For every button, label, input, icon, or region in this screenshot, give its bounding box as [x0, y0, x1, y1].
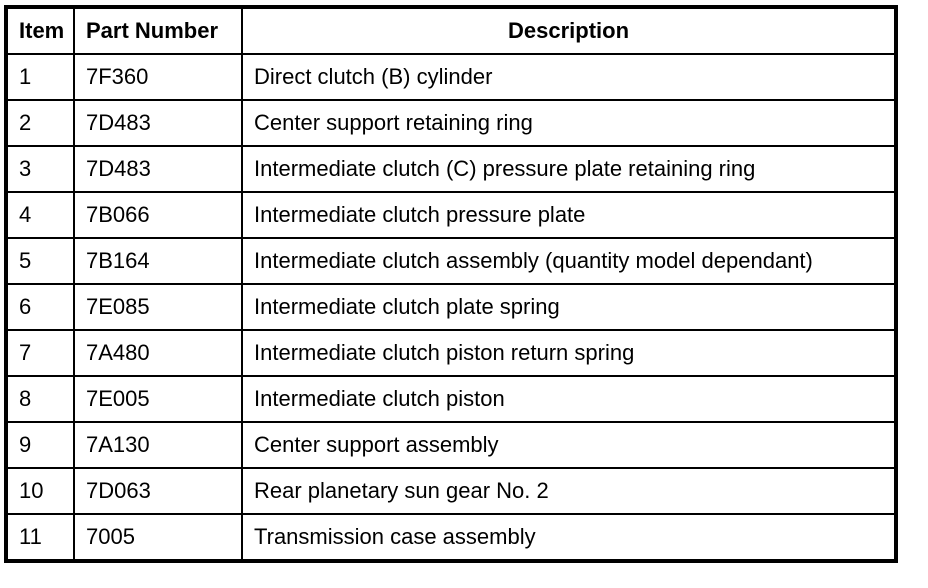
parts-table-body: 1 7F360 Direct clutch (B) cylinder 2 7D4… [5, 53, 897, 562]
part-number-cell: 7B164 [73, 237, 243, 285]
table-row: 10 7D063 Rear planetary sun gear No. 2 [5, 467, 897, 515]
table-row: 4 7B066 Intermediate clutch pressure pla… [5, 191, 897, 239]
item-cell: 10 [5, 467, 75, 515]
item-cell: 3 [5, 145, 75, 193]
part-number-cell: 7005 [73, 513, 243, 562]
item-cell: 4 [5, 191, 75, 239]
part-number-cell: 7E085 [73, 283, 243, 331]
description-cell: Intermediate clutch plate spring [241, 283, 897, 331]
part-number-cell: 7A130 [73, 421, 243, 469]
description-cell: Center support retaining ring [241, 99, 897, 147]
description-cell: Rear planetary sun gear No. 2 [241, 467, 897, 515]
parts-table: Item Part Number Description 1 7F360 Dir… [4, 5, 898, 563]
item-column-header: Item [5, 6, 75, 55]
part-number-cell: 7D063 [73, 467, 243, 515]
part-number-column-header: Part Number [73, 6, 243, 55]
description-cell: Transmission case assembly [241, 513, 897, 562]
description-column-header: Description [241, 6, 897, 55]
description-cell: Center support assembly [241, 421, 897, 469]
part-number-cell: 7E005 [73, 375, 243, 423]
item-cell: 1 [5, 53, 75, 101]
description-cell: Direct clutch (B) cylinder [241, 53, 897, 101]
table-row: 11 7005 Transmission case assembly [5, 513, 897, 562]
part-number-cell: 7D483 [73, 99, 243, 147]
part-number-cell: 7A480 [73, 329, 243, 377]
table-row: 2 7D483 Center support retaining ring [5, 99, 897, 147]
table-row: 5 7B164 Intermediate clutch assembly (qu… [5, 237, 897, 285]
description-cell: Intermediate clutch (C) pressure plate r… [241, 145, 897, 193]
item-cell: 11 [5, 513, 75, 562]
item-cell: 9 [5, 421, 75, 469]
table-row: 7 7A480 Intermediate clutch piston retur… [5, 329, 897, 377]
table-row: 6 7E085 Intermediate clutch plate spring [5, 283, 897, 331]
item-cell: 7 [5, 329, 75, 377]
item-cell: 6 [5, 283, 75, 331]
part-number-cell: 7F360 [73, 53, 243, 101]
part-number-cell: 7D483 [73, 145, 243, 193]
part-number-cell: 7B066 [73, 191, 243, 239]
item-cell: 5 [5, 237, 75, 285]
header-row: Item Part Number Description [5, 6, 897, 55]
table-row: 3 7D483 Intermediate clutch (C) pressure… [5, 145, 897, 193]
table-row: 9 7A130 Center support assembly [5, 421, 897, 469]
description-cell: Intermediate clutch piston [241, 375, 897, 423]
table-row: 8 7E005 Intermediate clutch piston [5, 375, 897, 423]
description-cell: Intermediate clutch piston return spring [241, 329, 897, 377]
description-cell: Intermediate clutch assembly (quantity m… [241, 237, 897, 285]
table-row: 1 7F360 Direct clutch (B) cylinder [5, 53, 897, 101]
description-cell: Intermediate clutch pressure plate [241, 191, 897, 239]
item-cell: 2 [5, 99, 75, 147]
item-cell: 8 [5, 375, 75, 423]
parts-table-header: Item Part Number Description [5, 6, 897, 55]
